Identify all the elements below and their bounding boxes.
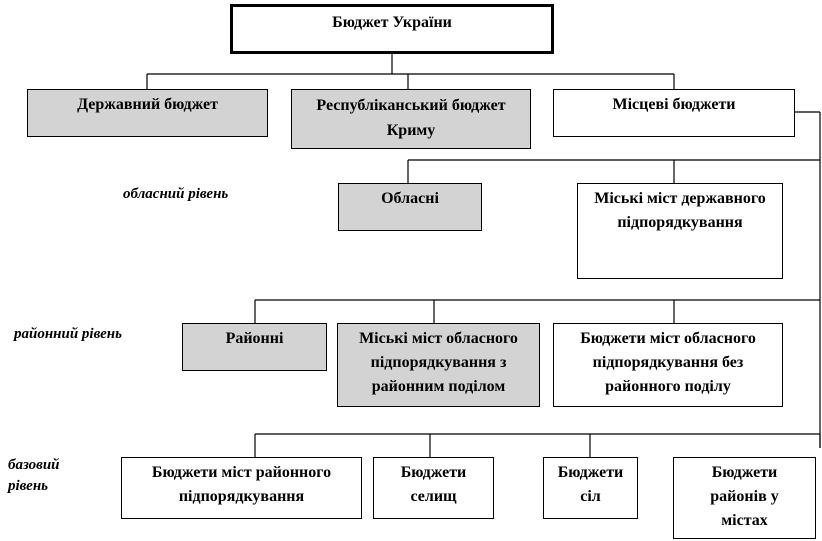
state-budget-box: Державний бюджет <box>27 89 268 137</box>
city-with-districts-box: Міські міст обласного підпорядкування з … <box>337 323 540 407</box>
villages-box: Бюджети сіл <box>543 457 638 519</box>
oblast-budgets-label: Обласні <box>381 190 439 207</box>
city-districts-label: Бюджети районів у містах <box>710 464 779 529</box>
settlements-label: Бюджети селищ <box>400 464 467 505</box>
settlements-box: Бюджети селищ <box>373 457 494 519</box>
root-label: Бюджет України <box>332 14 452 31</box>
city-without-districts-box: Бюджети міст обласного підпорядкування б… <box>553 323 783 407</box>
district-budgets-label: Районні <box>225 330 284 347</box>
crimea-budget-box: Республіканський бюджет Криму <box>291 89 531 149</box>
base-level-label: базовий рівень <box>8 457 60 494</box>
crimea-budget-label: Республіканський бюджет Криму <box>316 97 506 139</box>
city-with-districts-label: Міські міст обласного підпорядкування з … <box>359 330 518 395</box>
district-cities-box: Бюджети міст районного підпорядкування <box>121 457 362 519</box>
local-budgets-label: Місцеві бюджети <box>612 96 736 113</box>
oblast-budgets-box: Обласні <box>338 183 482 231</box>
local-budgets-box: Місцеві бюджети <box>553 89 795 137</box>
state-budget-label: Державний бюджет <box>77 96 218 113</box>
district-budgets-box: Районні <box>182 323 327 371</box>
district-cities-label: Бюджети міст районного підпорядкування <box>151 464 332 505</box>
city-state-subordination-box: Міські міст державного підпорядкування <box>577 183 783 279</box>
city-state-subordination-label: Міські міст державного підпорядкування <box>594 190 766 231</box>
villages-label: Бюджети сіл <box>557 464 624 505</box>
state-budget-root-box: Бюджет України <box>230 4 554 54</box>
oblast-level-label: обласний рівень <box>123 186 229 202</box>
district-level-label: районний рівень <box>14 326 122 342</box>
city-districts-box: Бюджети районів у містах <box>673 457 816 539</box>
city-without-districts-label: Бюджети міст обласного підпорядкування б… <box>580 330 756 395</box>
